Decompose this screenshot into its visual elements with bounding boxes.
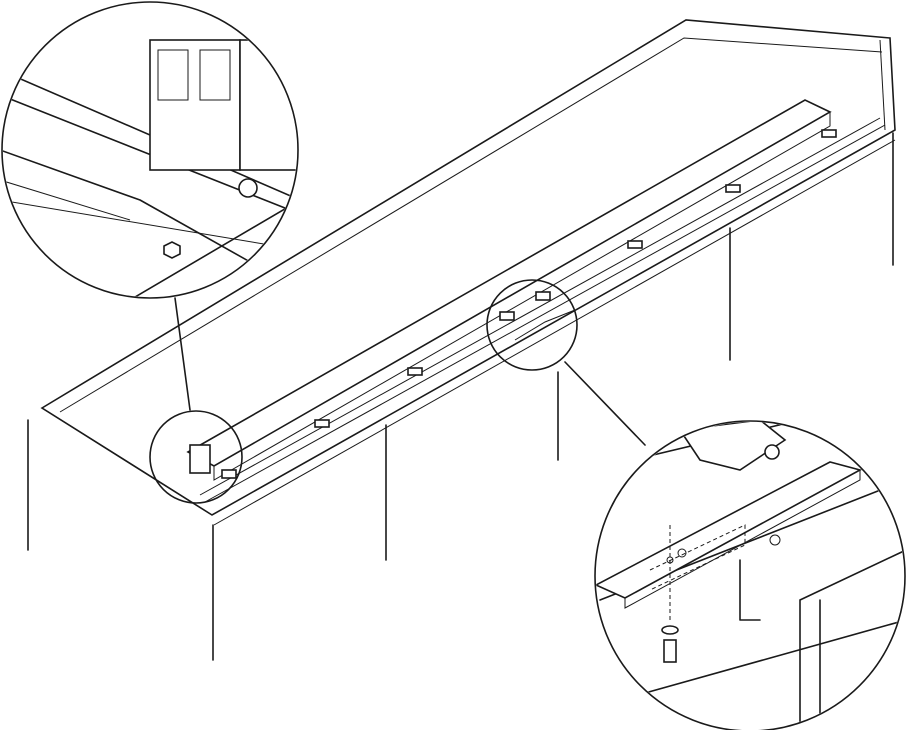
detail-connector-plate <box>594 420 906 730</box>
rail-clips <box>314 129 837 428</box>
callout-small-joint <box>486 279 578 371</box>
cabinet-top-inner-edge <box>41 407 213 516</box>
clip <box>627 240 643 249</box>
callout-leader-right <box>564 361 646 446</box>
cabinet-top-front-edge <box>59 37 883 413</box>
track-line-2 <box>204 124 886 503</box>
detail-end-profile <box>1 1 299 299</box>
cabinet-top-front-lip <box>213 139 896 526</box>
cabinet-top-right-edge <box>879 39 886 131</box>
clip <box>407 367 423 376</box>
clip <box>821 129 837 138</box>
callout-leader-left <box>174 297 191 411</box>
clip <box>725 184 741 193</box>
cabinet <box>27 19 896 661</box>
callout-small-end <box>149 410 243 504</box>
rail-front-face <box>213 112 831 481</box>
clip <box>314 419 330 428</box>
track-line <box>199 117 881 496</box>
